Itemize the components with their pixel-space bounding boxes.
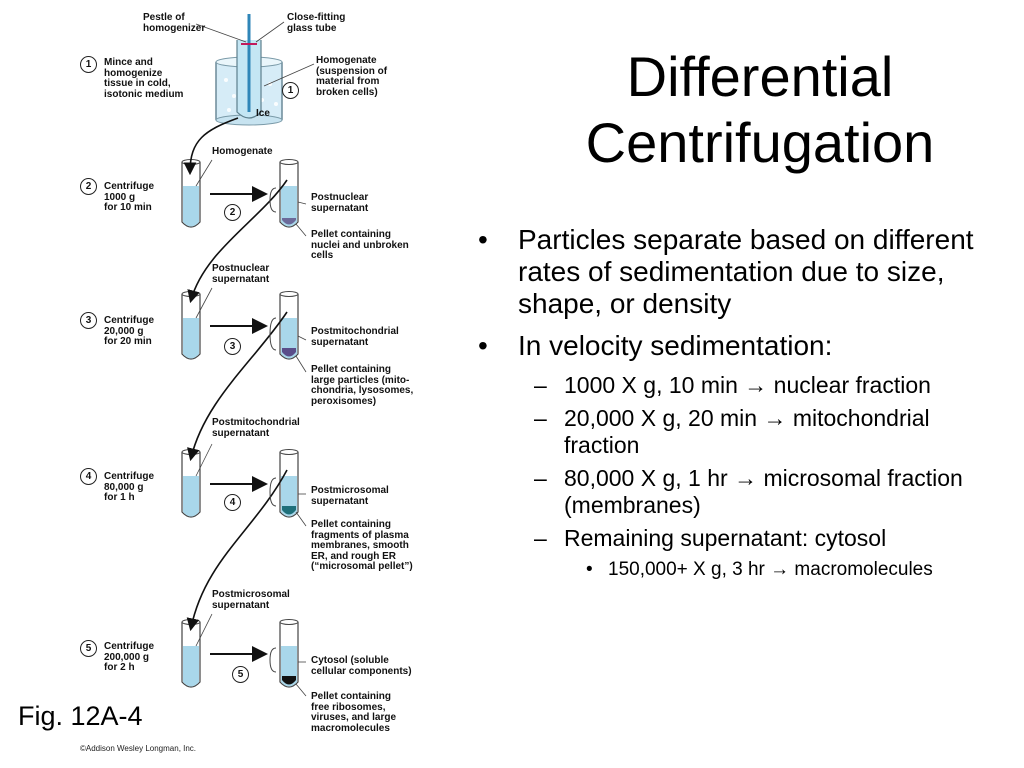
process-arrows xyxy=(210,186,268,662)
sub-bullet-item: – 20,000 X g, 20 min → mitochondrial fra… xyxy=(478,405,1008,459)
input-tube-5 xyxy=(181,619,201,688)
copyright-notice: ©Addison Wesley Longman, Inc. xyxy=(80,744,197,753)
figure-caption: Fig. 12A-4 xyxy=(18,701,143,731)
bullet-marker: • xyxy=(478,224,488,255)
input-tube-2 xyxy=(181,159,201,228)
sub-bullet-text: 80,000 X g, 1 hr → microsomal fraction (… xyxy=(564,465,963,518)
step-2-label: Centrifuge 1000 g for 10 min xyxy=(104,181,154,213)
brackets xyxy=(269,187,277,673)
step-5-supernatant-label: Cytosol (soluble cellular components) xyxy=(311,655,412,677)
transfer-arrows xyxy=(183,117,288,632)
input-tube-4 xyxy=(181,449,201,518)
step-2-supernatant-label: Postnuclear supernatant xyxy=(311,192,369,214)
sub-bullet-text: 1000 X g, 10 min → nuclear fraction xyxy=(564,372,931,398)
bullet-item: • In velocity sedimentation: xyxy=(478,330,1008,362)
step-4-supernatant-label: Postmicrosomal supernatant xyxy=(311,485,389,507)
sub-bullet-item: – 1000 X g, 10 min → nuclear fraction xyxy=(478,372,1008,399)
sub-bullet-list: – 1000 X g, 10 min → nuclear fraction – … xyxy=(478,372,1008,581)
step-4-label: Centrifuge 80,000 g for 1 h xyxy=(104,471,154,503)
result-tube-2 xyxy=(279,159,299,228)
step-1-number: 1 xyxy=(80,56,97,73)
dash-marker: – xyxy=(534,525,547,551)
result-tube-4 xyxy=(279,449,299,518)
bullet-text: In velocity sedimentation: xyxy=(518,330,833,361)
bullet-item: • Particles separate based on different … xyxy=(478,224,1008,320)
title-line-2: Centrifugation xyxy=(585,111,935,174)
homogenate-description-label: Homogenate (suspension of material from … xyxy=(316,55,388,98)
dash-marker: – xyxy=(534,405,547,431)
dash-marker: – xyxy=(534,465,547,491)
step-3-label: Centrifuge 20,000 g for 20 min xyxy=(104,315,154,347)
homogenizer-step-number: 1 xyxy=(282,82,299,99)
centrifugation-diagram: Pestle of homogenizer Close-fitting glas… xyxy=(0,0,470,768)
step-3-supernatant-label: Postmitochondrial supernatant xyxy=(311,326,399,348)
result-tube-5 xyxy=(279,619,299,688)
slide-title: Differential Centrifugation xyxy=(530,44,990,176)
bullet-list: • Particles separate based on different … xyxy=(478,224,1008,585)
dash-marker: – xyxy=(534,372,547,398)
ice-label: Ice xyxy=(256,108,270,119)
step-2-arrow-number: 2 xyxy=(224,204,241,221)
step-5-label: Centrifuge 200,000 g for 2 h xyxy=(104,641,154,673)
result-tube-3 xyxy=(279,291,299,360)
step-3-number: 3 xyxy=(80,312,97,329)
bullet-marker: • xyxy=(478,330,488,361)
input-tube-3 xyxy=(181,291,201,360)
homogenizer-beaker xyxy=(215,14,283,126)
diagram-graphics xyxy=(181,14,315,697)
sub-bullet-item: – Remaining supernatant: cytosol xyxy=(478,525,1008,552)
sub-bullet-item: – 80,000 X g, 1 hr → microsomal fraction… xyxy=(478,465,1008,519)
bullet-marker: • xyxy=(586,559,593,580)
pestle-label: Pestle of homogenizer xyxy=(143,12,206,34)
step-5-input-label: Postmicrosomal supernatant xyxy=(212,589,290,611)
step-2-input-label: Homogenate xyxy=(212,146,273,157)
step-3-pellet-label: Pellet containing large particles (mito-… xyxy=(311,364,414,407)
step-5-arrow-number: 5 xyxy=(232,666,249,683)
step-4-pellet-label: Pellet containing fragments of plasma me… xyxy=(311,519,413,572)
step-5-number: 5 xyxy=(80,640,97,657)
step-3-arrow-number: 3 xyxy=(224,338,241,355)
step-4-number: 4 xyxy=(80,468,97,485)
step-2-number: 2 xyxy=(80,178,97,195)
title-line-1: Differential xyxy=(626,45,894,108)
step-5-pellet-label: Pellet containing free ribosomes, viruse… xyxy=(311,691,397,734)
sub-sub-bullet-text: 150,000+ X g, 3 hr → macromolecules xyxy=(608,559,933,580)
step-3-input-label: Postnuclear supernatant xyxy=(212,263,270,285)
step-1-label: Mince and homogenize tissue in cold, iso… xyxy=(104,57,184,100)
step-4-arrow-number: 4 xyxy=(224,494,241,511)
bullet-text: Particles separate based on different ra… xyxy=(518,224,974,319)
glass-tube-label: Close-fitting glass tube xyxy=(287,12,346,34)
sub-bullet-text: Remaining supernatant: cytosol xyxy=(564,525,887,551)
step-4-input-label: Postmitochondrial supernatant xyxy=(212,417,300,439)
sub-bullet-text: 20,000 X g, 20 min → mitochondrial fract… xyxy=(564,405,930,458)
sub-sub-bullet-item: • 150,000+ X g, 3 hr → macromolecules xyxy=(478,558,1008,581)
step-2-pellet-label: Pellet containing nuclei and unbroken ce… xyxy=(311,229,409,261)
leader-lines xyxy=(195,21,315,697)
